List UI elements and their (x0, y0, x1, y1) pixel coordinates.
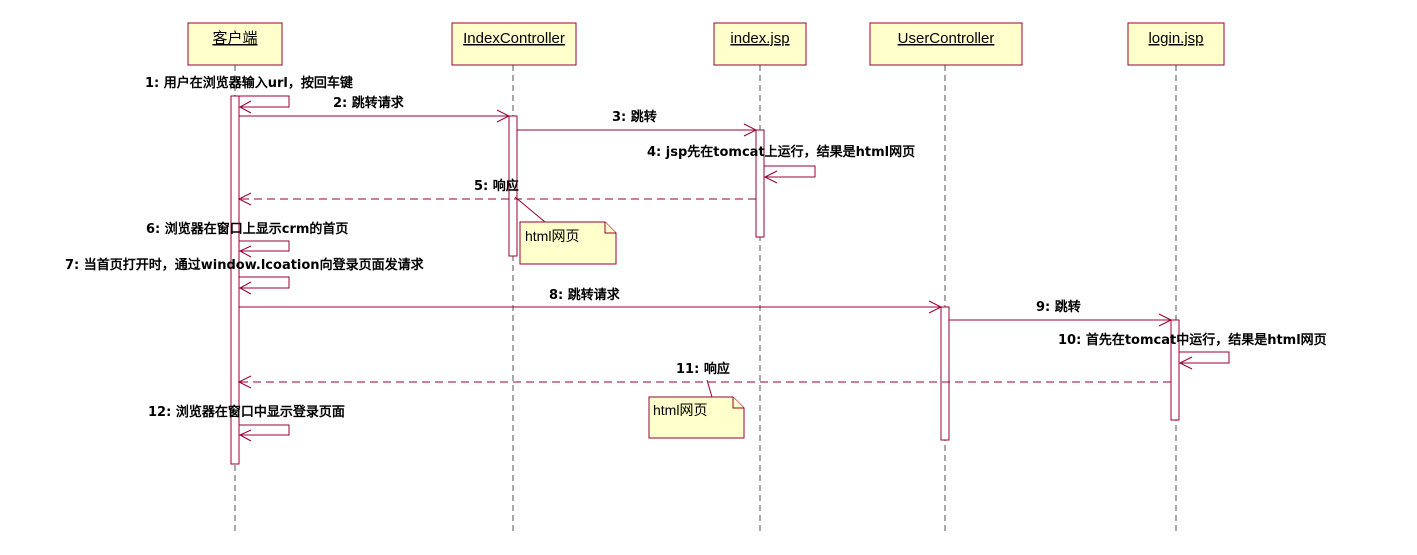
object-client-label: 客户端 (212, 30, 257, 47)
message-2-label: 2: 跳转请求 (333, 95, 405, 111)
message-4-label: 4: jsp先在tomcat上运行，结果是html网页 (647, 144, 915, 160)
object-login-jsp-label: login.jsp (1148, 30, 1203, 47)
activation-client (230, 95, 240, 465)
message-10-line[interactable] (1179, 351, 1230, 364)
message-11-arrowhead (237, 375, 252, 389)
message-6-label: 6: 浏览器在窗口上显示crm的首页 (146, 221, 348, 237)
message-1-line[interactable] (239, 95, 290, 108)
message-1-arrowhead (238, 100, 252, 114)
object-client[interactable]: 客户端 (187, 22, 283, 66)
message-3-label: 3: 跳转 (612, 109, 657, 125)
object-index-controller-label: IndexController (463, 30, 565, 47)
object-login-jsp[interactable]: login.jsp (1127, 22, 1225, 66)
message-7-arrowhead (238, 281, 252, 295)
message-6-line[interactable] (239, 240, 290, 252)
note-2[interactable]: html网页 (648, 396, 745, 439)
activation-index-controller (508, 115, 518, 257)
object-user-controller-label: UserController (898, 30, 995, 47)
activation-index-jsp (755, 129, 765, 238)
message-1-label: 1: 用户在浏览器输入url，按回车键 (145, 75, 353, 91)
message-5-arrowhead (237, 192, 252, 206)
note-2-anchor (706, 379, 713, 398)
object-index-jsp[interactable]: index.jsp (713, 22, 807, 66)
message-2-arrowhead (496, 109, 511, 123)
activation-user-controller (940, 306, 950, 441)
object-index-controller[interactable]: IndexController (451, 22, 577, 66)
message-7-label: 7: 当首页打开时，通过window.lcoation向登录页面发请求 (65, 257, 425, 273)
message-10-label: 10: 首先在tomcat中运行，结果是html网页 (1058, 332, 1327, 348)
message-6-arrowhead (238, 245, 252, 258)
message-5-label: 5: 响应 (474, 178, 519, 194)
message-12-label: 12: 浏览器在窗口中显示登录页面 (148, 404, 345, 420)
message-7-line[interactable] (239, 276, 290, 289)
note-1[interactable]: html网页 (519, 221, 617, 265)
activation-login-jsp (1170, 319, 1180, 421)
message-8-label: 8: 跳转请求 (549, 287, 621, 303)
message-12-arrowhead (238, 429, 252, 442)
object-index-jsp-label: index.jsp (730, 30, 789, 47)
message-3-arrowhead (743, 123, 758, 137)
message-8-arrowhead (928, 300, 943, 314)
message-11-label: 11: 响应 (676, 361, 730, 377)
note-1-anchor (514, 196, 546, 223)
note-2-text: html网页 (653, 402, 707, 418)
message-12-line[interactable] (239, 424, 290, 436)
message-4-line[interactable] (764, 165, 816, 178)
object-user-controller[interactable]: UserController (869, 22, 1023, 66)
message-4-arrowhead (763, 170, 778, 184)
note-1-text: html网页 (525, 228, 579, 244)
message-9-label: 9: 跳转 (1036, 299, 1081, 315)
message-9-arrowhead (1158, 313, 1173, 327)
message-10-arrowhead (1178, 356, 1193, 370)
